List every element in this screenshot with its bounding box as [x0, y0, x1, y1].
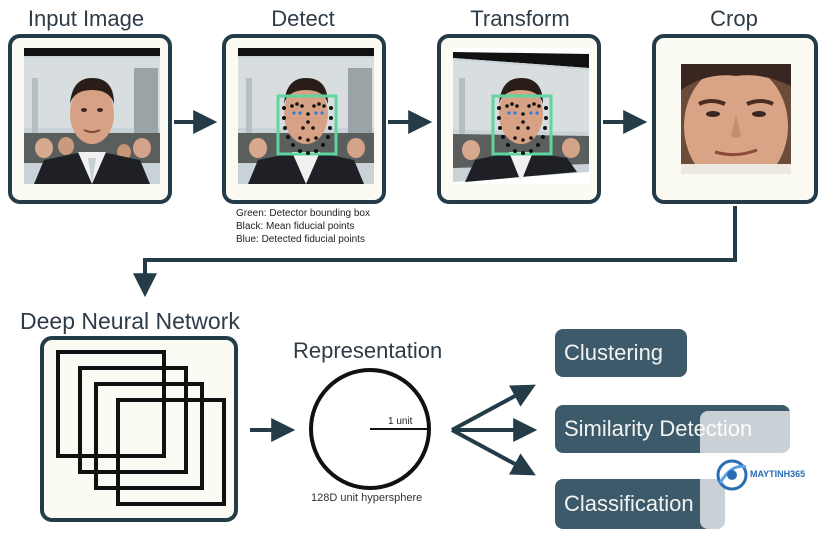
arrows-to-applications: [451, 384, 538, 476]
stage-title-crop: Crop: [710, 6, 758, 31]
legend-blue: Blue: Detected fiducial points: [236, 234, 365, 245]
network-frame: [40, 336, 238, 522]
input-image-frame: [8, 34, 172, 204]
crop-photo: [681, 64, 791, 174]
detect-legend: Green: Detector bounding box Black: Mean…: [236, 207, 370, 246]
transform-photo: [453, 48, 589, 184]
stage-title-detect: Detect: [271, 6, 335, 31]
network-title: Deep Neural Network: [20, 308, 240, 334]
crop-frame: [652, 34, 818, 204]
app-classification: Classification: [555, 479, 725, 529]
watermark-brand: MAYTINH365: [750, 469, 806, 479]
stage-title-input: Input Image: [27, 6, 145, 31]
detect-photo: [238, 48, 374, 184]
stage-title-transform: Transform: [470, 6, 570, 31]
transform-frame: [437, 34, 601, 204]
legend-black: Black: Mean fiducial points: [236, 221, 355, 232]
detect-frame: [222, 34, 386, 204]
network-layers-icon: [56, 350, 226, 506]
watermark: MAYTINH365: [700, 411, 821, 529]
radius-label: 1 unit: [388, 416, 413, 427]
watermark-logo-icon: [716, 459, 748, 491]
representation-title: Representation: [293, 338, 443, 363]
arrow-crop-to-network: [133, 206, 737, 298]
legend-green: Green: Detector bounding box: [236, 208, 370, 219]
app-clustering: Clustering: [555, 329, 687, 377]
hypersphere-caption: 128D unit hypersphere: [311, 492, 423, 504]
input-photo: [24, 48, 160, 184]
